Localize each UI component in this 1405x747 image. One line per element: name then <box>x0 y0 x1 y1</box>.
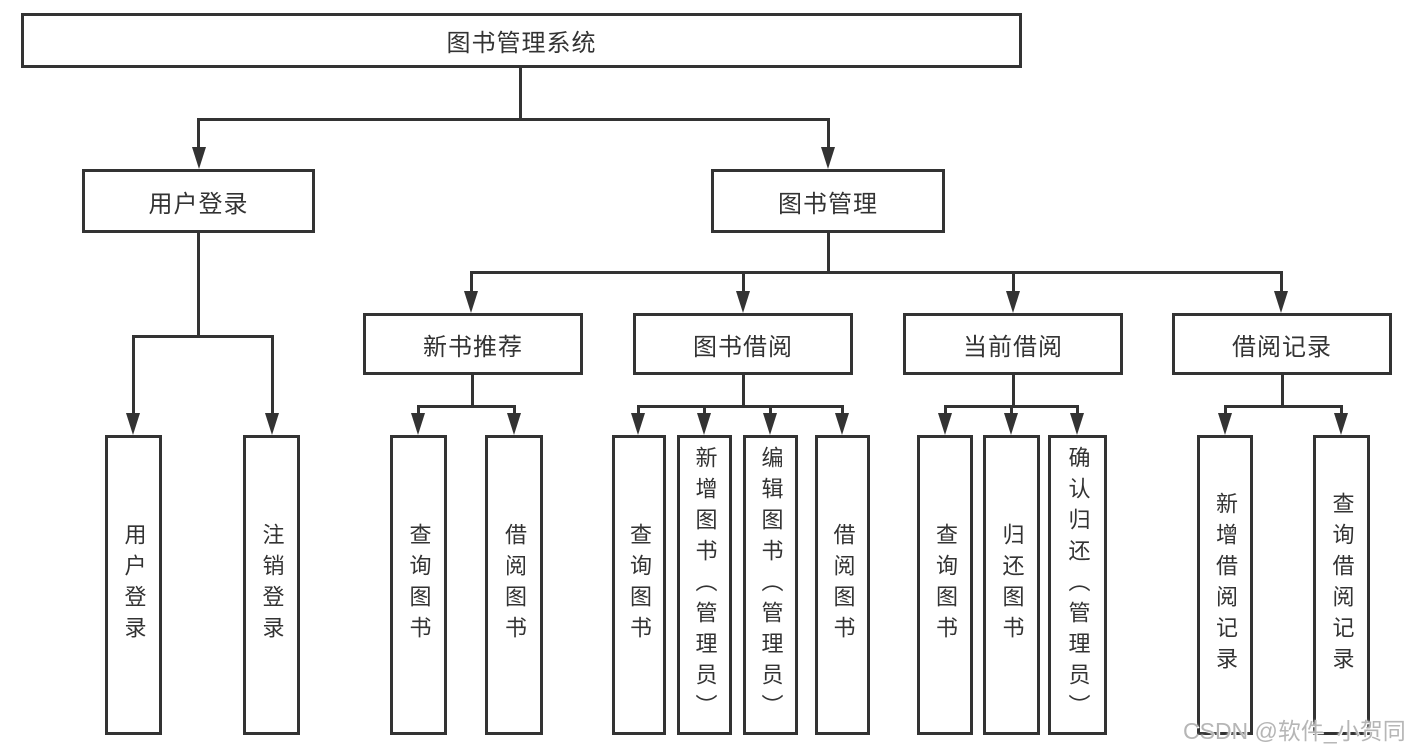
connector-line <box>742 375 745 405</box>
leaf-add-borrow-record: 新增借阅记录 <box>1197 435 1253 735</box>
leaf-add-borrow-record-label: 新增借阅记录 <box>1213 492 1238 678</box>
connector-line <box>1224 405 1227 417</box>
arrowhead <box>411 413 425 435</box>
arrowhead <box>763 413 777 435</box>
leaf-edit-book-admin-label: 编辑图书（管理员） <box>758 445 784 725</box>
connector-line <box>519 68 522 118</box>
connector-line <box>471 375 474 405</box>
connector-line <box>769 405 772 417</box>
leaf-logout-login-label: 注销登录 <box>259 523 285 647</box>
node-book-borrow-label: 图书借阅 <box>693 333 793 361</box>
node-root: 图书管理系统 <box>21 13 1022 68</box>
leaf-confirm-return-admin-label: 确认归还（管理员） <box>1065 445 1091 725</box>
leaf-confirm-return-admin: 确认归还（管理员） <box>1048 435 1107 735</box>
node-current-borrow-label: 当前借阅 <box>963 333 1063 361</box>
leaf-borrow-book: 借阅图书 <box>815 435 870 735</box>
connector-line <box>703 405 706 417</box>
arrowhead <box>631 413 645 435</box>
connector-line <box>637 405 640 417</box>
arrowhead <box>697 413 711 435</box>
watermark-text: CSDN @软件_小贺同学 <box>1183 718 1405 744</box>
leaf-query-book-current-label: 查询图书 <box>933 523 958 647</box>
connector-line <box>742 271 745 294</box>
connector-line <box>132 335 273 338</box>
arrowhead <box>464 291 478 313</box>
leaf-add-book-admin: 新增图书（管理员） <box>677 435 732 735</box>
connector-line <box>1280 271 1283 294</box>
arrowhead <box>1006 291 1020 313</box>
arrowhead <box>192 147 206 169</box>
connector-line <box>827 233 830 271</box>
arrowhead <box>736 291 750 313</box>
arrowhead <box>507 413 521 435</box>
arrowhead <box>938 413 952 435</box>
arrowhead <box>1070 413 1084 435</box>
leaf-borrow-book-recommend-label: 借阅图书 <box>502 523 527 647</box>
leaf-add-book-admin-label: 新增图书（管理员） <box>692 445 718 725</box>
connector-line <box>1012 271 1015 294</box>
node-book-management-label: 图书管理 <box>778 190 878 218</box>
connector-line <box>271 335 274 415</box>
arrowhead <box>265 413 279 435</box>
node-user-login: 用户登录 <box>82 169 315 233</box>
node-book-management: 图书管理 <box>711 169 945 233</box>
connector-line <box>470 271 473 294</box>
arrowhead <box>1274 291 1288 313</box>
arrowhead <box>1004 413 1018 435</box>
connector-line <box>197 118 200 149</box>
leaf-query-book-recommend: 查询图书 <box>390 435 447 735</box>
leaf-user-login-label: 用户登录 <box>121 523 147 647</box>
leaf-edit-book-admin: 编辑图书（管理员） <box>743 435 798 735</box>
connector-line <box>1012 375 1015 405</box>
leaf-query-book-borrow-label: 查询图书 <box>627 523 652 647</box>
arrowhead <box>126 413 140 435</box>
leaf-return-book-label: 归还图书 <box>999 523 1025 647</box>
connector-line <box>132 335 135 415</box>
node-user-login-label: 用户登录 <box>148 190 249 218</box>
node-book-borrow: 图书借阅 <box>633 313 853 375</box>
connector-line <box>637 405 843 408</box>
connector-line <box>513 405 516 417</box>
leaf-query-book-current: 查询图书 <box>917 435 973 735</box>
connector-line <box>1010 405 1013 417</box>
node-current-borrow: 当前借阅 <box>903 313 1123 375</box>
leaf-query-book-borrow: 查询图书 <box>612 435 666 735</box>
connector-line <box>197 233 200 335</box>
leaf-borrow-book-recommend: 借阅图书 <box>485 435 543 735</box>
connector-line <box>197 118 830 121</box>
leaf-return-book: 归还图书 <box>983 435 1040 735</box>
leaf-borrow-book-label: 借阅图书 <box>830 523 856 647</box>
leaf-user-login: 用户登录 <box>105 435 162 735</box>
arrowhead <box>1334 413 1348 435</box>
node-borrow-record: 借阅记录 <box>1172 313 1392 375</box>
arrowhead <box>821 147 835 169</box>
node-new-book-recommend-label: 新书推荐 <box>423 333 523 361</box>
connector-line <box>470 271 1282 274</box>
leaf-logout-login: 注销登录 <box>243 435 300 735</box>
connector-line <box>944 405 947 417</box>
node-borrow-record-label: 借阅记录 <box>1232 333 1332 361</box>
node-root-label: 图书管理系统 <box>446 30 597 57</box>
connector-line <box>841 405 844 417</box>
connector-line <box>1281 375 1284 405</box>
connector-line <box>827 118 830 149</box>
node-new-book-recommend: 新书推荐 <box>363 313 583 375</box>
leaf-query-borrow-record-label: 查询借阅记录 <box>1329 492 1355 678</box>
connector-line <box>417 405 515 408</box>
arrowhead <box>1218 413 1232 435</box>
connector-line <box>1224 405 1342 408</box>
connector-line <box>1076 405 1079 417</box>
arrowhead <box>835 413 849 435</box>
connector-line <box>417 405 420 417</box>
leaf-query-book-recommend-label: 查询图书 <box>406 523 432 647</box>
connector-line <box>1340 405 1343 417</box>
leaf-query-borrow-record: 查询借阅记录 <box>1313 435 1370 735</box>
